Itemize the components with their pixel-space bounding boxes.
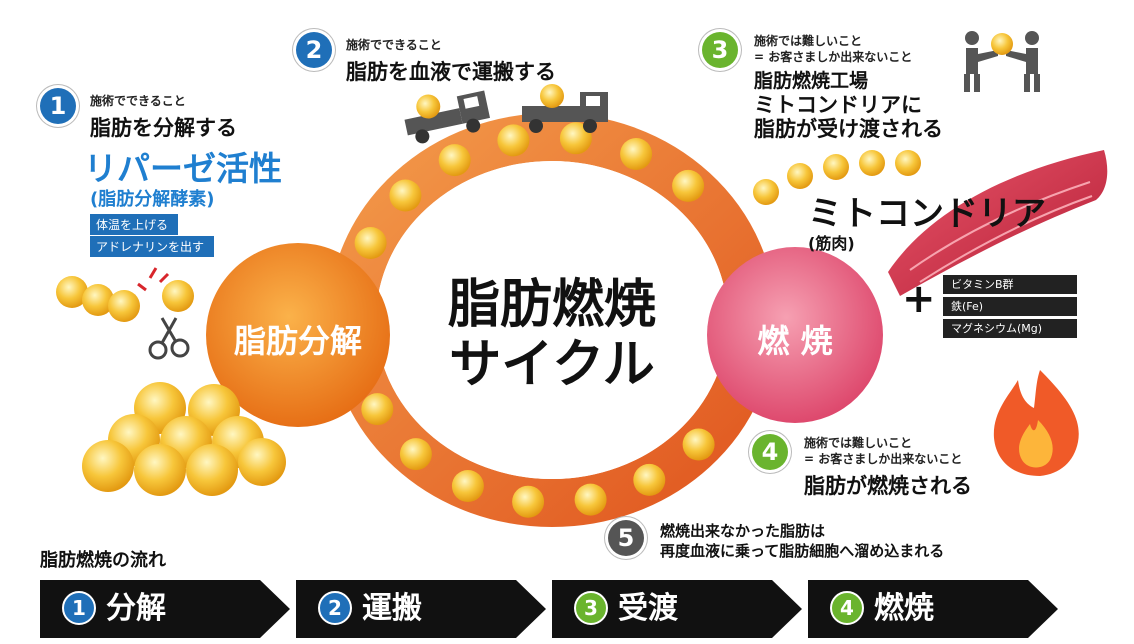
flow-step-2-num: 2 xyxy=(318,590,352,625)
ring-fat-ball xyxy=(682,428,715,461)
step4-small-1: 施術では難しいこと xyxy=(804,436,913,450)
flame-icon xyxy=(993,370,1079,476)
ring-fat-ball xyxy=(354,227,387,259)
cycle-title-line1: 脂肪燃焼 xyxy=(447,275,656,335)
ring-fat-ball xyxy=(672,169,705,202)
ring-fat-ball xyxy=(559,122,592,155)
step3-badge: 3 xyxy=(702,32,738,68)
step4-title: 脂肪が燃焼される xyxy=(804,474,972,498)
ring-fat-ball xyxy=(438,144,471,177)
fat-chain xyxy=(56,267,194,322)
ring-fat-ball xyxy=(497,124,530,157)
mito-title: ミトコンドリア xyxy=(808,194,1046,234)
step2-title: 脂肪を血液で運搬する xyxy=(346,60,556,84)
step3-small-1: 施術では難しいこと xyxy=(754,34,863,48)
ring-fat-ball xyxy=(620,138,653,170)
step4-badge: 4 xyxy=(752,434,788,470)
step1-title: 脂肪を分解する xyxy=(90,116,237,140)
ring-fat-balls xyxy=(354,122,715,518)
plus-sign: + xyxy=(902,276,936,322)
flow-step-3-num: 3 xyxy=(574,590,608,625)
step1-tag-2: アドレナリンを出す xyxy=(90,236,215,257)
nutrient-3: マグネシウム(Mg) xyxy=(943,319,1077,338)
step3-line1: 脂肪燃焼工場 xyxy=(754,70,869,92)
ring-fat-ball xyxy=(399,438,432,471)
truck-icon xyxy=(404,84,608,144)
ring-fat-ball xyxy=(361,393,394,426)
cycle-center xyxy=(376,161,728,479)
people-handover-icon xyxy=(964,31,1040,92)
muscle-icon xyxy=(888,150,1108,296)
flow-step-3: 3 受渡 xyxy=(552,580,678,638)
step1-sub: (脂肪分解酵素) xyxy=(90,189,215,210)
flow-step-3-label: 受渡 xyxy=(618,591,678,626)
flow-step-4-label: 燃焼 xyxy=(874,591,934,626)
flow-arrow-2 xyxy=(296,580,546,638)
ring-fat-ball xyxy=(633,463,666,496)
step3-line3: 脂肪が受け渡される xyxy=(754,117,943,141)
fat-breakdown-node xyxy=(206,243,390,427)
mito-sub: (筋肉) xyxy=(808,234,855,253)
flow-step-1: 1 分解 xyxy=(40,580,166,638)
flow-step-1-label: 分解 xyxy=(106,591,166,626)
step3-line2: ミトコンドリアに xyxy=(754,93,922,117)
ring-fat-ball xyxy=(389,179,422,212)
step1-highlight: リパーゼ活性 xyxy=(84,149,282,188)
nutrient-1: ビタミンB群 xyxy=(943,275,1077,294)
step5-line2: 再度血液に乗って脂肪細胞へ溜め込まれる xyxy=(660,542,945,560)
burning-node xyxy=(707,247,883,423)
step1-badge: 1 xyxy=(40,88,76,124)
flow-step-1-num: 1 xyxy=(62,590,96,625)
flow-arrow-4 xyxy=(808,580,1058,638)
cycle-title-line2: サイクル xyxy=(449,335,655,395)
ring-fat-ball xyxy=(574,483,607,516)
flow-arrow-1 xyxy=(40,580,290,638)
scissors-icon xyxy=(148,317,190,360)
step5-line1: 燃焼出来なかった脂肪は xyxy=(660,522,826,540)
step2-small: 施術でできること xyxy=(346,38,442,52)
step3-small-2: = お客さましか出来ないこと xyxy=(754,50,913,64)
step2-badge: 2 xyxy=(296,32,332,68)
step5-badge: 5 xyxy=(608,520,644,556)
flow-step-2: 2 運搬 xyxy=(296,580,422,638)
flow-step-2-label: 運搬 xyxy=(362,591,422,626)
flow-arrows xyxy=(40,580,1058,638)
burning-label: 燃 焼 xyxy=(757,322,833,360)
nutrient-2: 鉄(Fe) xyxy=(943,297,1077,316)
ring-fat-ball xyxy=(512,485,545,518)
step1-tag-1: 体温を上げる xyxy=(90,214,179,235)
step1-small: 施術でできること xyxy=(90,94,186,108)
step4-small-2: = お客さましか出来ないこと xyxy=(804,452,963,466)
fat-breakdown-label: 脂肪分解 xyxy=(233,322,362,360)
flow-arrow-3 xyxy=(552,580,802,638)
flow-title: 脂肪燃焼の流れ xyxy=(40,550,166,571)
ring-fat-ball xyxy=(451,470,484,502)
flow-step-4-num: 4 xyxy=(830,590,864,625)
fat-ball-pile xyxy=(82,382,286,496)
flow-step-4: 4 燃焼 xyxy=(808,580,934,638)
fat-stream xyxy=(753,150,921,205)
